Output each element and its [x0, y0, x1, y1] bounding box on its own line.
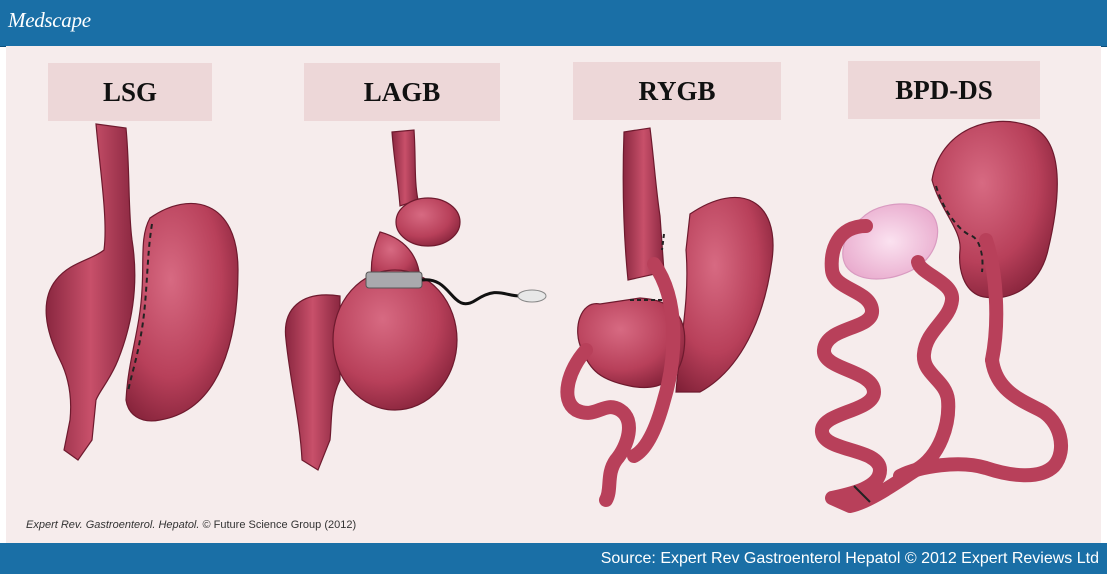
label-rygb: RYGB: [573, 62, 781, 120]
header-bar: Medscape: [0, 0, 1107, 47]
lagb-illustration: [285, 130, 546, 470]
medscape-logo[interactable]: Medscape: [8, 8, 91, 33]
lagb-upper-pouch: [396, 198, 460, 246]
label-lsg-text: LSG: [103, 77, 157, 108]
footer-bar: Source: Expert Rev Gastroenterol Hepatol…: [0, 543, 1107, 574]
band-access-port: [518, 290, 546, 302]
label-lagb-text: LAGB: [364, 77, 441, 108]
label-lagb: LAGB: [304, 63, 500, 121]
rygb-illustration: [567, 128, 773, 500]
label-rygb-text: RYGB: [638, 76, 715, 107]
lsg-sleeve-tube: [46, 124, 135, 460]
image-credit: Expert Rev. Gastroenterol. Hepatol. © Fu…: [26, 519, 356, 531]
rygb-remnant-stomach: [676, 197, 773, 392]
label-lsg: LSG: [48, 63, 212, 121]
bpdds-alimentary-limb: [986, 240, 996, 360]
lagb-duodenum: [285, 295, 340, 470]
source-citation: Source: Expert Rev Gastroenterol Hepatol…: [601, 550, 1099, 568]
lagb-lower-stomach: [333, 270, 457, 410]
lagb-esophagus: [392, 130, 418, 206]
lsg-removed-stomach: [126, 203, 238, 420]
bpdds-illustration: [822, 121, 1061, 506]
label-bpdds: BPD-DS: [848, 61, 1040, 119]
lsg-illustration: [46, 124, 238, 460]
credit-journal: Expert Rev. Gastroenterol. Hepatol.: [26, 519, 199, 531]
label-bpdds-text: BPD-DS: [895, 75, 993, 106]
rygb-gastric-pouch: [623, 128, 664, 280]
gastric-band: [366, 272, 422, 288]
credit-publisher: © Future Science Group (2012): [203, 519, 357, 531]
